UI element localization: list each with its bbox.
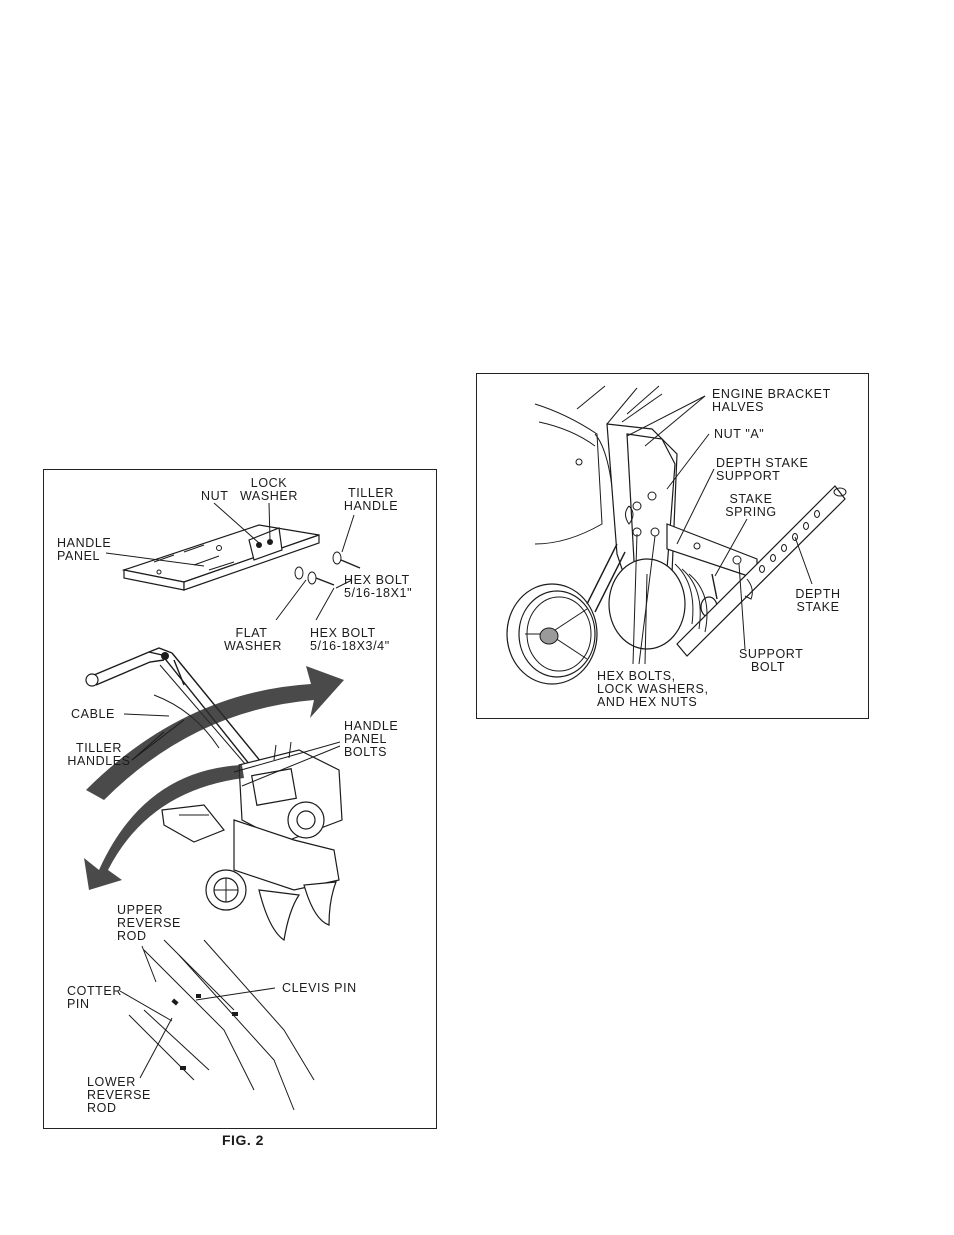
leader-lines-right — [626, 395, 813, 665]
engine-bracket — [606, 423, 678, 585]
leader-lines-middle — [123, 713, 341, 787]
fig2-panel: LOCK WASHER NUT TILLER HANDLE HANDLE PAN… — [43, 469, 437, 1129]
handle-panel-plate — [121, 524, 320, 591]
nut-bracket — [248, 527, 283, 561]
depth-stake-panel: ENGINE BRACKET HALVES NUT "A" DEPTH STAK… — [476, 373, 869, 719]
fig2-drawing — [84, 502, 361, 1111]
label-flat-washer: FLAT WASHER — [224, 626, 283, 653]
rotate-arrows — [84, 666, 344, 890]
label-cable: CABLE — [71, 707, 115, 721]
label-depth-stake: DEPTH STAKE — [795, 587, 841, 614]
hex-bolts-washers — [294, 551, 361, 586]
label-tiller-handles: TILLER HANDLES — [67, 741, 131, 768]
label-upper-reverse-rod: UPPER REVERSE ROD — [117, 903, 181, 943]
label-engine-bracket-halves: ENGINE BRACKET HALVES — [712, 387, 831, 414]
label-hex-bolt-2: HEX BOLT 5/16-18X3/4" — [310, 626, 390, 653]
depth-stake-drawing — [506, 385, 847, 685]
label-nut: NUT — [201, 489, 229, 503]
label-handle-panel-bolts: HANDLE PANEL BOLTS — [344, 719, 399, 759]
fig2-caption: FIG. 2 — [222, 1132, 264, 1148]
reverse-rod-detail — [119, 939, 315, 1111]
label-clevis-pin: CLEVIS PIN — [282, 981, 357, 995]
handle-struts — [576, 385, 663, 425]
label-hex-bolt-1: HEX BOLT 5/16-18X1" — [344, 573, 413, 600]
wheel — [506, 543, 626, 685]
label-cotter-pin: COTTER PIN — [67, 984, 122, 1011]
leader-lines-top — [105, 502, 355, 621]
label-depth-stake-support: DEPTH STAKE SUPPORT — [716, 456, 809, 483]
label-nut-a: NUT "A" — [714, 427, 765, 441]
label-handle-panel: HANDLE PANEL — [57, 536, 112, 563]
label-stake-spring: STAKE SPRING — [725, 492, 777, 519]
tine-shield — [534, 403, 616, 545]
depth-stake-bar — [676, 485, 847, 657]
label-hex-bolts: HEX BOLTS, LOCK WASHERS, AND HEX NUTS — [597, 669, 709, 709]
engine — [238, 741, 343, 843]
label-support-bolt: SUPPORT BOLT — [739, 647, 804, 674]
label-tiller-handle: TILLER HANDLE — [343, 486, 399, 513]
label-lock-washer: LOCK WASHER — [239, 476, 298, 503]
tines-wheels — [161, 804, 340, 942]
label-lower-reverse-rod: LOWER REVERSE ROD — [87, 1075, 151, 1115]
